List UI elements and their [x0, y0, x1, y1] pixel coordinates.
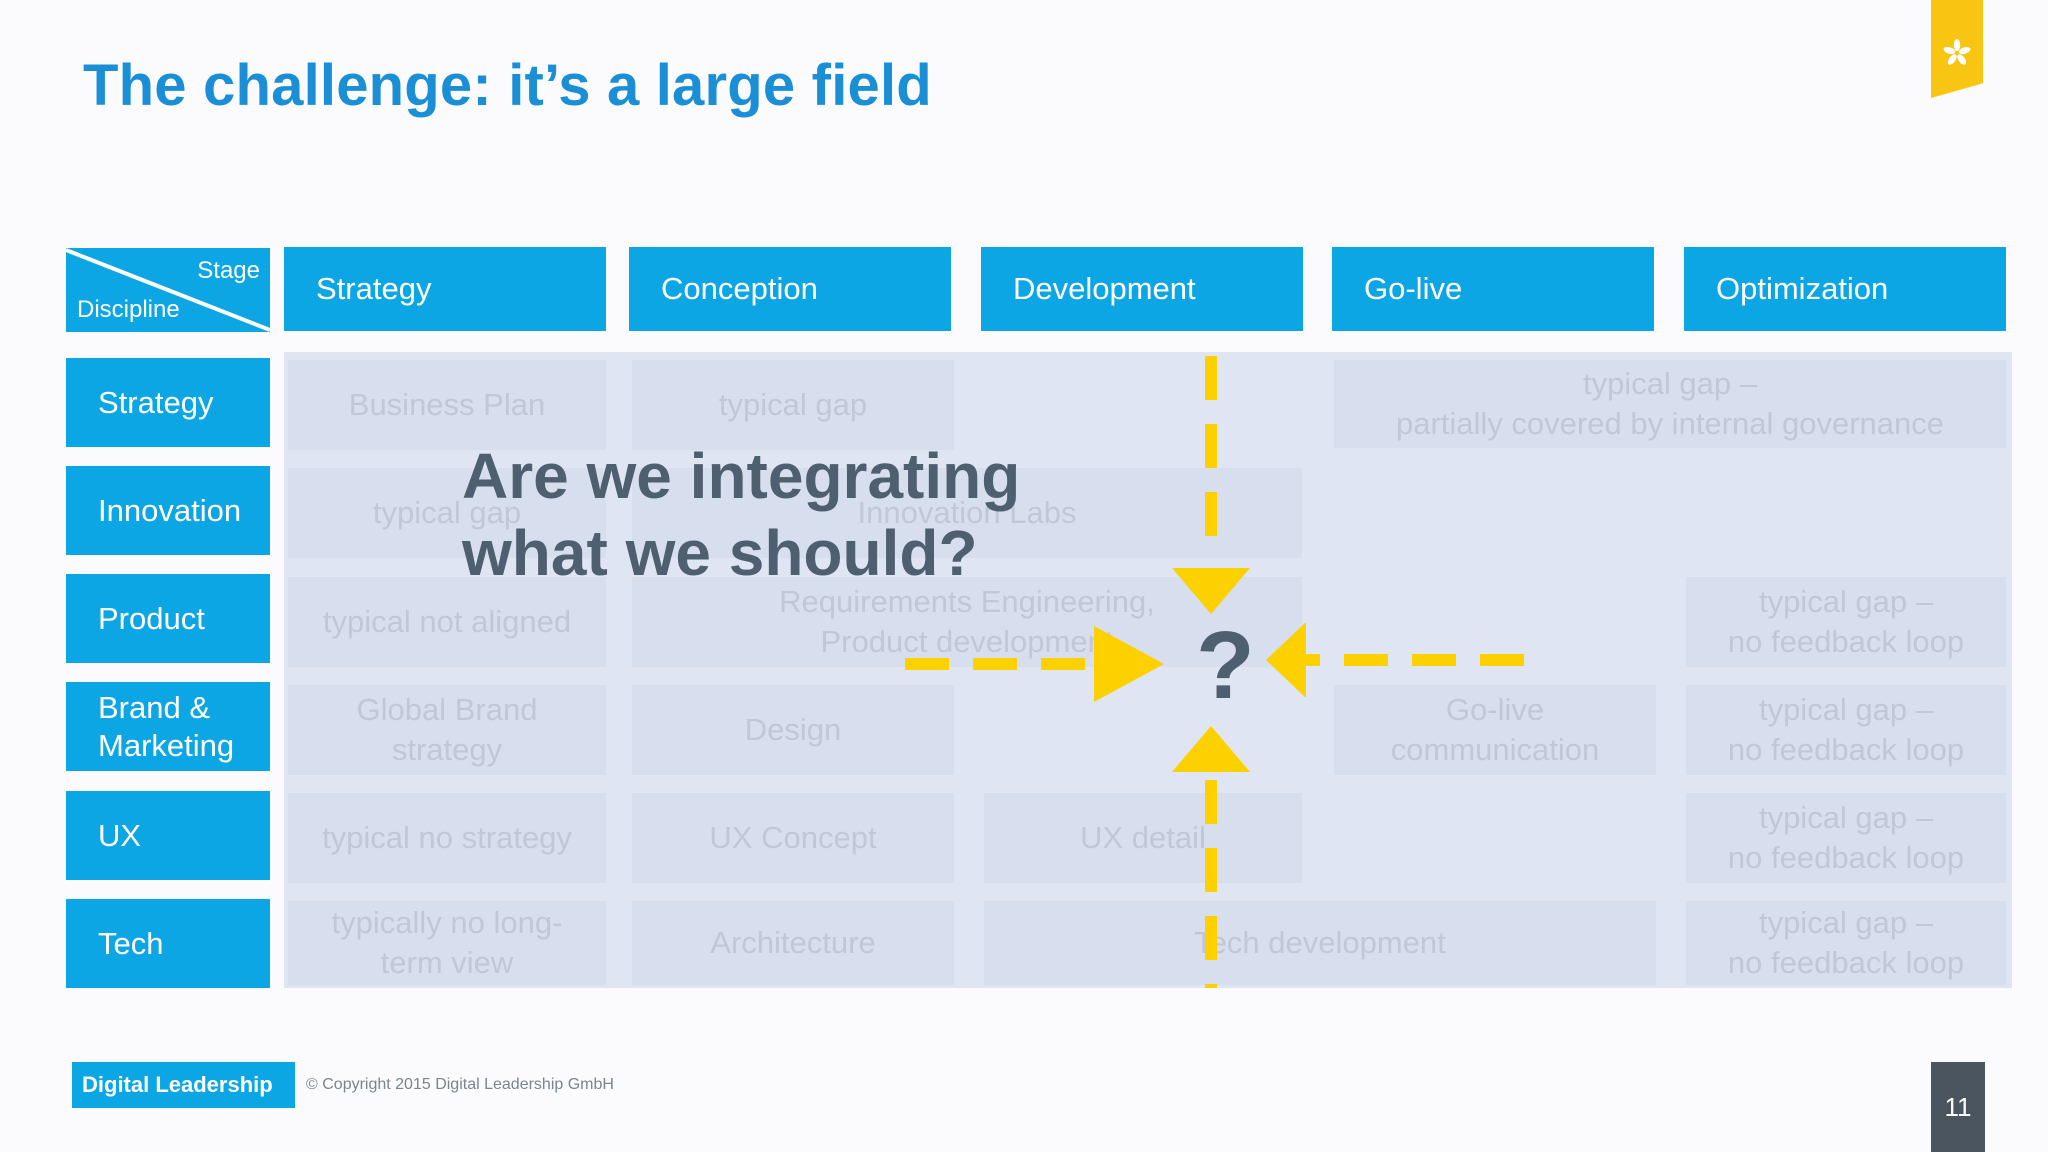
cell-product-conception-development: Requirements Engineering, Product develo… [632, 577, 1302, 667]
slide-title: The challenge: it’s a large field [83, 53, 932, 118]
cell-ux-optimization: typical gap – no feedback loop [1686, 793, 2006, 883]
copyright-text: © Copyright 2015 Digital Leadership GmbH [306, 1076, 614, 1093]
discipline-label-product: Product [66, 574, 270, 663]
cell-ux-strategy: typical no strategy [288, 793, 606, 883]
arrow-right-head [1094, 626, 1164, 702]
arrow-up-head [1172, 726, 1250, 772]
discipline-label-innovation: Innovation [66, 466, 270, 555]
cell-brand-golive: Go-live communication [1334, 685, 1656, 775]
cell-tech-development-golive: Tech development [984, 901, 1656, 985]
logo-tab [1931, 0, 1983, 98]
stage-header-conception: Conception [629, 247, 951, 331]
cell-innovation-conception-development: Innovation Labs [632, 468, 1302, 558]
central-question: Are we integrating what we should? [462, 440, 1021, 589]
cell-brand-conception: Design [632, 685, 954, 775]
question-mark: ? [1196, 612, 1255, 719]
discipline-label-ux: UX [66, 791, 270, 880]
cell-strategy-golive-optimization: typical gap – partially covered by inter… [1334, 360, 2006, 448]
cell-brand-optimization: typical gap – no feedback loop [1686, 685, 2006, 775]
cell-strategy-strategy: Business Plan [288, 360, 606, 450]
diagonal-divider [66, 248, 270, 332]
cell-tech-conception: Architecture [632, 901, 954, 985]
discipline-label-tech: Tech [66, 899, 270, 988]
cell-ux-conception: UX Concept [632, 793, 954, 883]
cell-strategy-conception: typical gap [632, 360, 954, 450]
arrow-down-head [1172, 568, 1250, 614]
arrow-left-head [1266, 622, 1306, 698]
discipline-label-brand-marketing: Brand & Marketing [66, 682, 270, 771]
brand-label: Digital Leadership [72, 1062, 295, 1108]
stage-header-go-live: Go-live [1332, 247, 1654, 331]
cell-product-strategy: typical not aligned [288, 577, 606, 667]
cell-tech-strategy: typically no long- term view [288, 901, 606, 985]
page-number: 11 [1931, 1062, 1985, 1152]
asterisk-flower-icon [1943, 39, 1971, 65]
discipline-label-strategy: Strategy [66, 358, 270, 447]
stage-header-strategy: Strategy [284, 247, 606, 331]
stage-header-development: Development [981, 247, 1303, 331]
cell-innovation-strategy: typical gap [288, 468, 606, 558]
cell-ux-development: UX detail [984, 793, 1302, 883]
stage-axis-label: Stage [197, 257, 260, 284]
discipline-axis-label: Discipline [77, 296, 180, 323]
cell-tech-optimization: typical gap – no feedback loop [1686, 901, 2006, 985]
stage-header-optimization: Optimization [1684, 247, 2006, 331]
cell-brand-strategy: Global Brand strategy [288, 685, 606, 775]
cell-product-optimization: typical gap – no feedback loop [1686, 577, 2006, 667]
stage-discipline-corner: Stage Discipline [66, 248, 270, 332]
